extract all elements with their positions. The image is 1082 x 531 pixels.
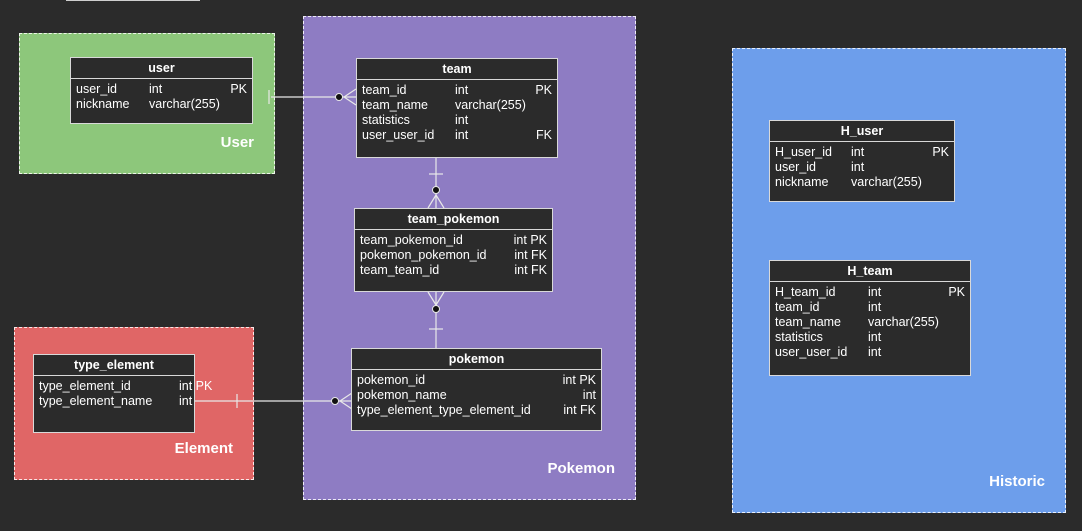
field-key: PK xyxy=(948,285,965,299)
field-name: team_team_id xyxy=(360,263,440,277)
field-type: int xyxy=(149,82,163,96)
field-type: int xyxy=(851,145,865,159)
field-key: int xyxy=(179,394,193,408)
field-name: statistics xyxy=(775,330,823,344)
field-type: varchar(255) xyxy=(868,315,939,329)
group-user-label: User xyxy=(220,134,254,151)
entity-pokemon-title: pokemon xyxy=(352,349,601,370)
field-key: PK xyxy=(535,83,552,97)
field-row: user_id int xyxy=(775,160,949,175)
group-pokemon-label: Pokemon xyxy=(547,460,615,477)
field-key: int FK xyxy=(514,248,547,262)
field-row: user_id int PK xyxy=(76,82,247,97)
field-type: int xyxy=(868,330,882,344)
partial-shape-top xyxy=(66,0,200,1)
field-key: int PK xyxy=(513,233,547,247)
field-key: int PK xyxy=(562,373,596,387)
field-name: team_pokemon_id xyxy=(360,233,463,247)
field-row: team_name varchar(255) xyxy=(362,98,552,113)
field-row: statistics int xyxy=(362,113,552,128)
group-element-label: Element xyxy=(174,440,233,457)
field-row: statistics int xyxy=(775,330,965,345)
field-row: team_team_id int FK xyxy=(360,263,547,278)
field-name: type_element_name xyxy=(39,394,153,408)
field-type: int xyxy=(868,285,882,299)
field-name: user_id xyxy=(76,82,117,96)
entity-user-title: user xyxy=(71,58,252,79)
field-type: varchar(255) xyxy=(455,98,526,112)
field-name: statistics xyxy=(362,113,410,127)
field-row: team_id int PK xyxy=(362,83,552,98)
field-row: type_element_name int xyxy=(39,394,193,409)
field-key: PK xyxy=(932,145,949,159)
field-row: team_id int xyxy=(775,300,965,315)
field-row: team_pokemon_id int PK xyxy=(360,233,547,248)
field-row: pokemon_id int PK xyxy=(357,373,596,388)
field-key: int FK xyxy=(514,263,547,277)
field-name: H_team_id xyxy=(775,285,836,299)
field-name: type_element_id xyxy=(39,379,131,393)
field-name: H_user_id xyxy=(775,145,832,159)
field-name: pokemon_pokemon_id xyxy=(360,248,487,262)
field-type: varchar(255) xyxy=(149,97,220,111)
field-row: pokemon_name int xyxy=(357,388,596,403)
group-historic-label: Historic xyxy=(989,473,1045,490)
field-type: int xyxy=(868,345,882,359)
field-type xyxy=(562,388,583,403)
field-key: int PK xyxy=(179,379,213,393)
field-key: int FK xyxy=(563,403,596,417)
field-type: int xyxy=(455,83,469,97)
field-name: pokemon_id xyxy=(357,373,426,387)
field-key: int xyxy=(582,388,596,402)
field-name: team_id xyxy=(362,83,407,97)
field-type: int xyxy=(868,300,882,314)
field-row: nickname varchar(255) xyxy=(76,97,247,112)
field-type: varchar(255) xyxy=(851,175,922,189)
field-name: user_user_id xyxy=(362,128,435,142)
field-row: type_element_type_element_id int FK xyxy=(357,403,596,418)
field-key: PK xyxy=(230,82,247,96)
entity-h-team-title: H_team xyxy=(770,261,970,282)
field-row: pokemon_pokemon_id int FK xyxy=(360,248,547,263)
field-name: team_id xyxy=(775,300,820,314)
entity-team-pokemon-title: team_pokemon xyxy=(355,209,552,230)
field-key: FK xyxy=(536,128,552,142)
entity-team-title: team xyxy=(357,59,557,80)
field-row: nickname varchar(255) xyxy=(775,175,949,190)
entity-user[interactable]: user user_id int PK nickname varchar(255) xyxy=(70,57,253,124)
field-row: team_name varchar(255) xyxy=(775,315,965,330)
field-row: H_team_id int PK xyxy=(775,285,965,300)
field-type: int xyxy=(455,128,469,142)
field-name: nickname xyxy=(76,97,130,111)
field-row: user_user_id int FK xyxy=(362,128,552,143)
field-name: type_element_type_element_id xyxy=(357,403,531,417)
entity-h-user-title: H_user xyxy=(770,121,954,142)
field-type: int xyxy=(455,113,469,127)
field-row: user_user_id int xyxy=(775,345,965,360)
field-name: user_id xyxy=(775,160,816,174)
field-name: team_name xyxy=(775,315,842,329)
field-row: type_element_id int PK xyxy=(39,379,212,394)
entity-type-element-title: type_element xyxy=(34,355,194,376)
field-name: nickname xyxy=(775,175,829,189)
field-row: H_user_id int PK xyxy=(775,145,949,160)
field-type: int xyxy=(851,160,865,174)
field-name: team_name xyxy=(362,98,429,112)
field-name: user_user_id xyxy=(775,345,848,359)
field-name: pokemon_name xyxy=(357,388,447,402)
